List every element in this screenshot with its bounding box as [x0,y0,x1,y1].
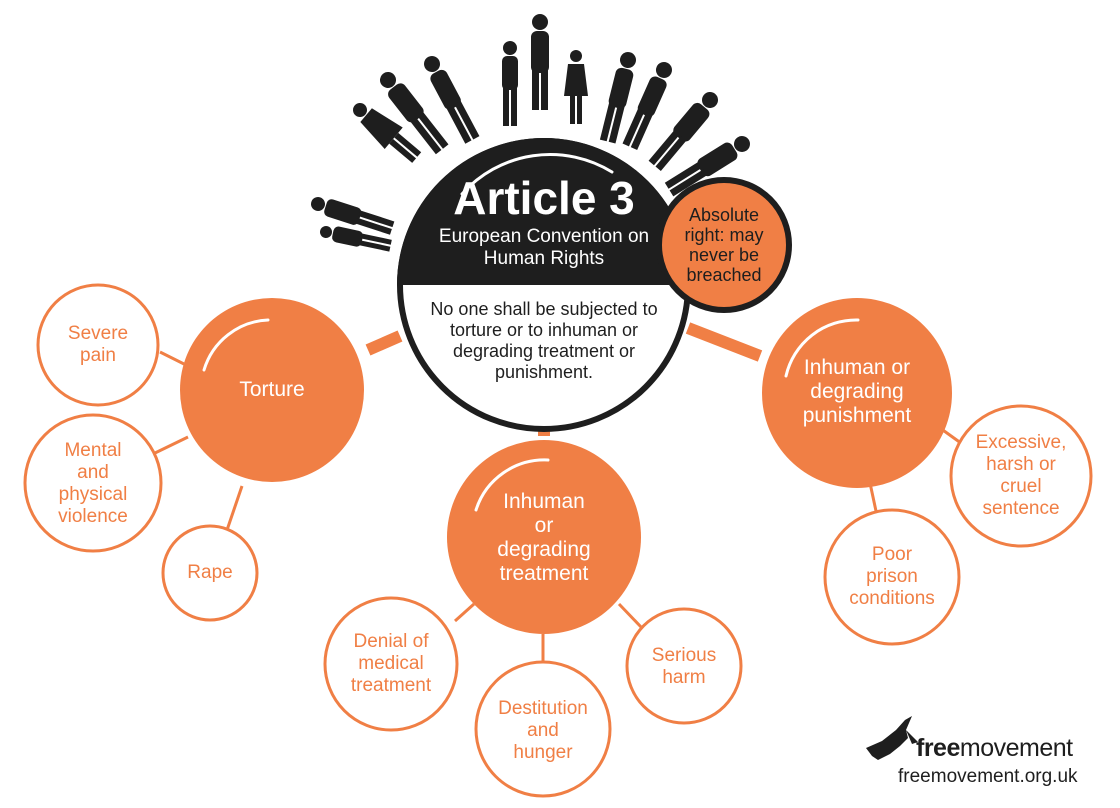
connector-torture [365,330,403,356]
item-circles [23,283,1093,798]
item-label-rape: Rape [187,562,233,583]
connector-punishment [685,322,763,362]
connector-violence [154,435,189,455]
item-circle-medical [323,596,459,732]
connector-rape [224,485,244,534]
connector-severe-pain [159,350,189,368]
item-label-prison: Poor prison conditions [849,544,935,609]
item-circle-sentence [949,404,1093,548]
center-circle-header [397,138,691,285]
item-circle-violence [23,413,163,553]
center-arc [460,153,614,196]
connector-prison [868,482,878,512]
item-circle-severe-pain [36,283,160,407]
brand-name-regular: movement [959,734,1073,762]
connector-medical [453,602,476,623]
connector-serious-harm [617,602,644,630]
absolute-right-label: Absolute right: may never be breached [684,205,764,285]
article-subtitle: European Convention on Human Rights [438,226,650,269]
category-label-torture: Torture [239,378,305,401]
brand-name[interactable]: freemovement [916,734,1073,763]
item-circle-rape [161,524,259,622]
people-silhouettes-icon [311,14,750,252]
item-circle-destitution [474,660,612,798]
item-label-medical: Denial of medical treatment [350,631,432,696]
item-circle-prison [823,508,961,646]
category-label-punishment: Inhuman or degrading punishment [802,356,912,427]
item-label-severe-pain: Severe pain [67,323,129,366]
category-circle-punishment [762,298,952,488]
article-title: Article 3 [453,172,635,224]
bird-icon [866,716,918,760]
category-circle-torture [180,298,364,482]
punishment-arc [784,318,860,378]
item-label-sentence: Excessive, harsh or cruel sentence [975,432,1067,519]
article-quote: No one shall be subjected to torture or … [430,299,658,382]
absolute-right-badge [656,177,792,313]
brand-url[interactable]: freemovement.org.uk [898,766,1078,787]
item-label-destitution: Destitution and hunger [498,698,588,763]
category-circle-treatment [447,440,641,634]
brand-name-bold: free [916,734,960,762]
item-label-serious-harm: Serious harm [651,645,717,688]
category-label-treatment: Inhuman or degrading treatment [497,490,591,585]
item-label-violence: Mental and physical violence [58,440,128,527]
item-circle-serious-harm [625,607,743,725]
treatment-arc [474,458,550,512]
torture-arc [202,318,270,372]
